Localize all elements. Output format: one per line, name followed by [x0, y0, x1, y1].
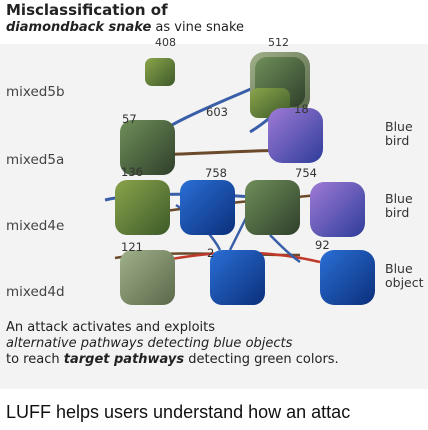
node-m4e-mid2 — [245, 180, 300, 235]
neuron-id: 136 — [121, 165, 143, 179]
neuron-id: 121 — [121, 240, 143, 254]
layer-label-mixed5a: mixed5a — [6, 152, 65, 168]
layer-label-mixed4e: mixed4e — [6, 218, 65, 234]
col-label-left: 408 — [155, 36, 176, 49]
neuron-id: 57 — [122, 112, 137, 126]
title-bold: diamondback snake — [6, 20, 152, 35]
node-m4d-left — [120, 250, 175, 305]
title-line-2: diamondback snake as vine snake — [6, 19, 306, 36]
node-m5a-left — [120, 120, 175, 175]
neuron-id: 18 — [294, 102, 309, 116]
layer-label-mixed5b: mixed5b — [6, 84, 65, 100]
figure-title: Misclassification of diamondback snake a… — [6, 1, 306, 36]
title-rest: as vine snake — [151, 20, 245, 35]
footer-text: LUFF helps users understand how an attac — [6, 402, 351, 422]
edge — [269, 234, 301, 264]
neuron-id: 603 — [206, 105, 228, 119]
node-m4e-right — [310, 182, 365, 237]
caption: An attack activates and exploits alterna… — [6, 320, 426, 368]
neuron-id: 2 — [207, 246, 215, 260]
node-m4d-right — [320, 250, 375, 305]
title-line-1: Misclassification of — [6, 1, 168, 19]
layer-label-mixed4d: mixed4d — [6, 284, 65, 300]
caption-line-3-c: detecting green colors. — [184, 352, 339, 367]
node-m4e-mid — [180, 180, 235, 235]
caption-line-3-a: to reach — [6, 352, 64, 367]
caption-line-2-text: alternative pathways detecting blue obje… — [6, 336, 293, 351]
side-label-blue-bird-2: Blue bird — [385, 191, 413, 220]
caption-line-1: An attack activates and exploits — [6, 320, 216, 335]
caption-line-2: alternative pathways detecting blue obje… — [6, 336, 426, 352]
node-m4d-mid — [210, 250, 265, 305]
node-m5b — [145, 58, 175, 86]
node-m5a-right — [268, 108, 323, 163]
caption-line-3: to reach target pathways detecting green… — [6, 352, 426, 368]
node-m4e-left — [115, 180, 170, 235]
col-label-right: 512 — [268, 36, 289, 49]
caption-line-3-b: target pathways — [63, 352, 185, 367]
side-label-blue-bird-1: Blue bird — [385, 119, 413, 148]
neuron-id: 758 — [205, 166, 227, 180]
neuron-id: 92 — [315, 238, 330, 252]
side-label-blue-object: Blue object — [385, 261, 424, 290]
neuron-id: 754 — [295, 166, 317, 180]
